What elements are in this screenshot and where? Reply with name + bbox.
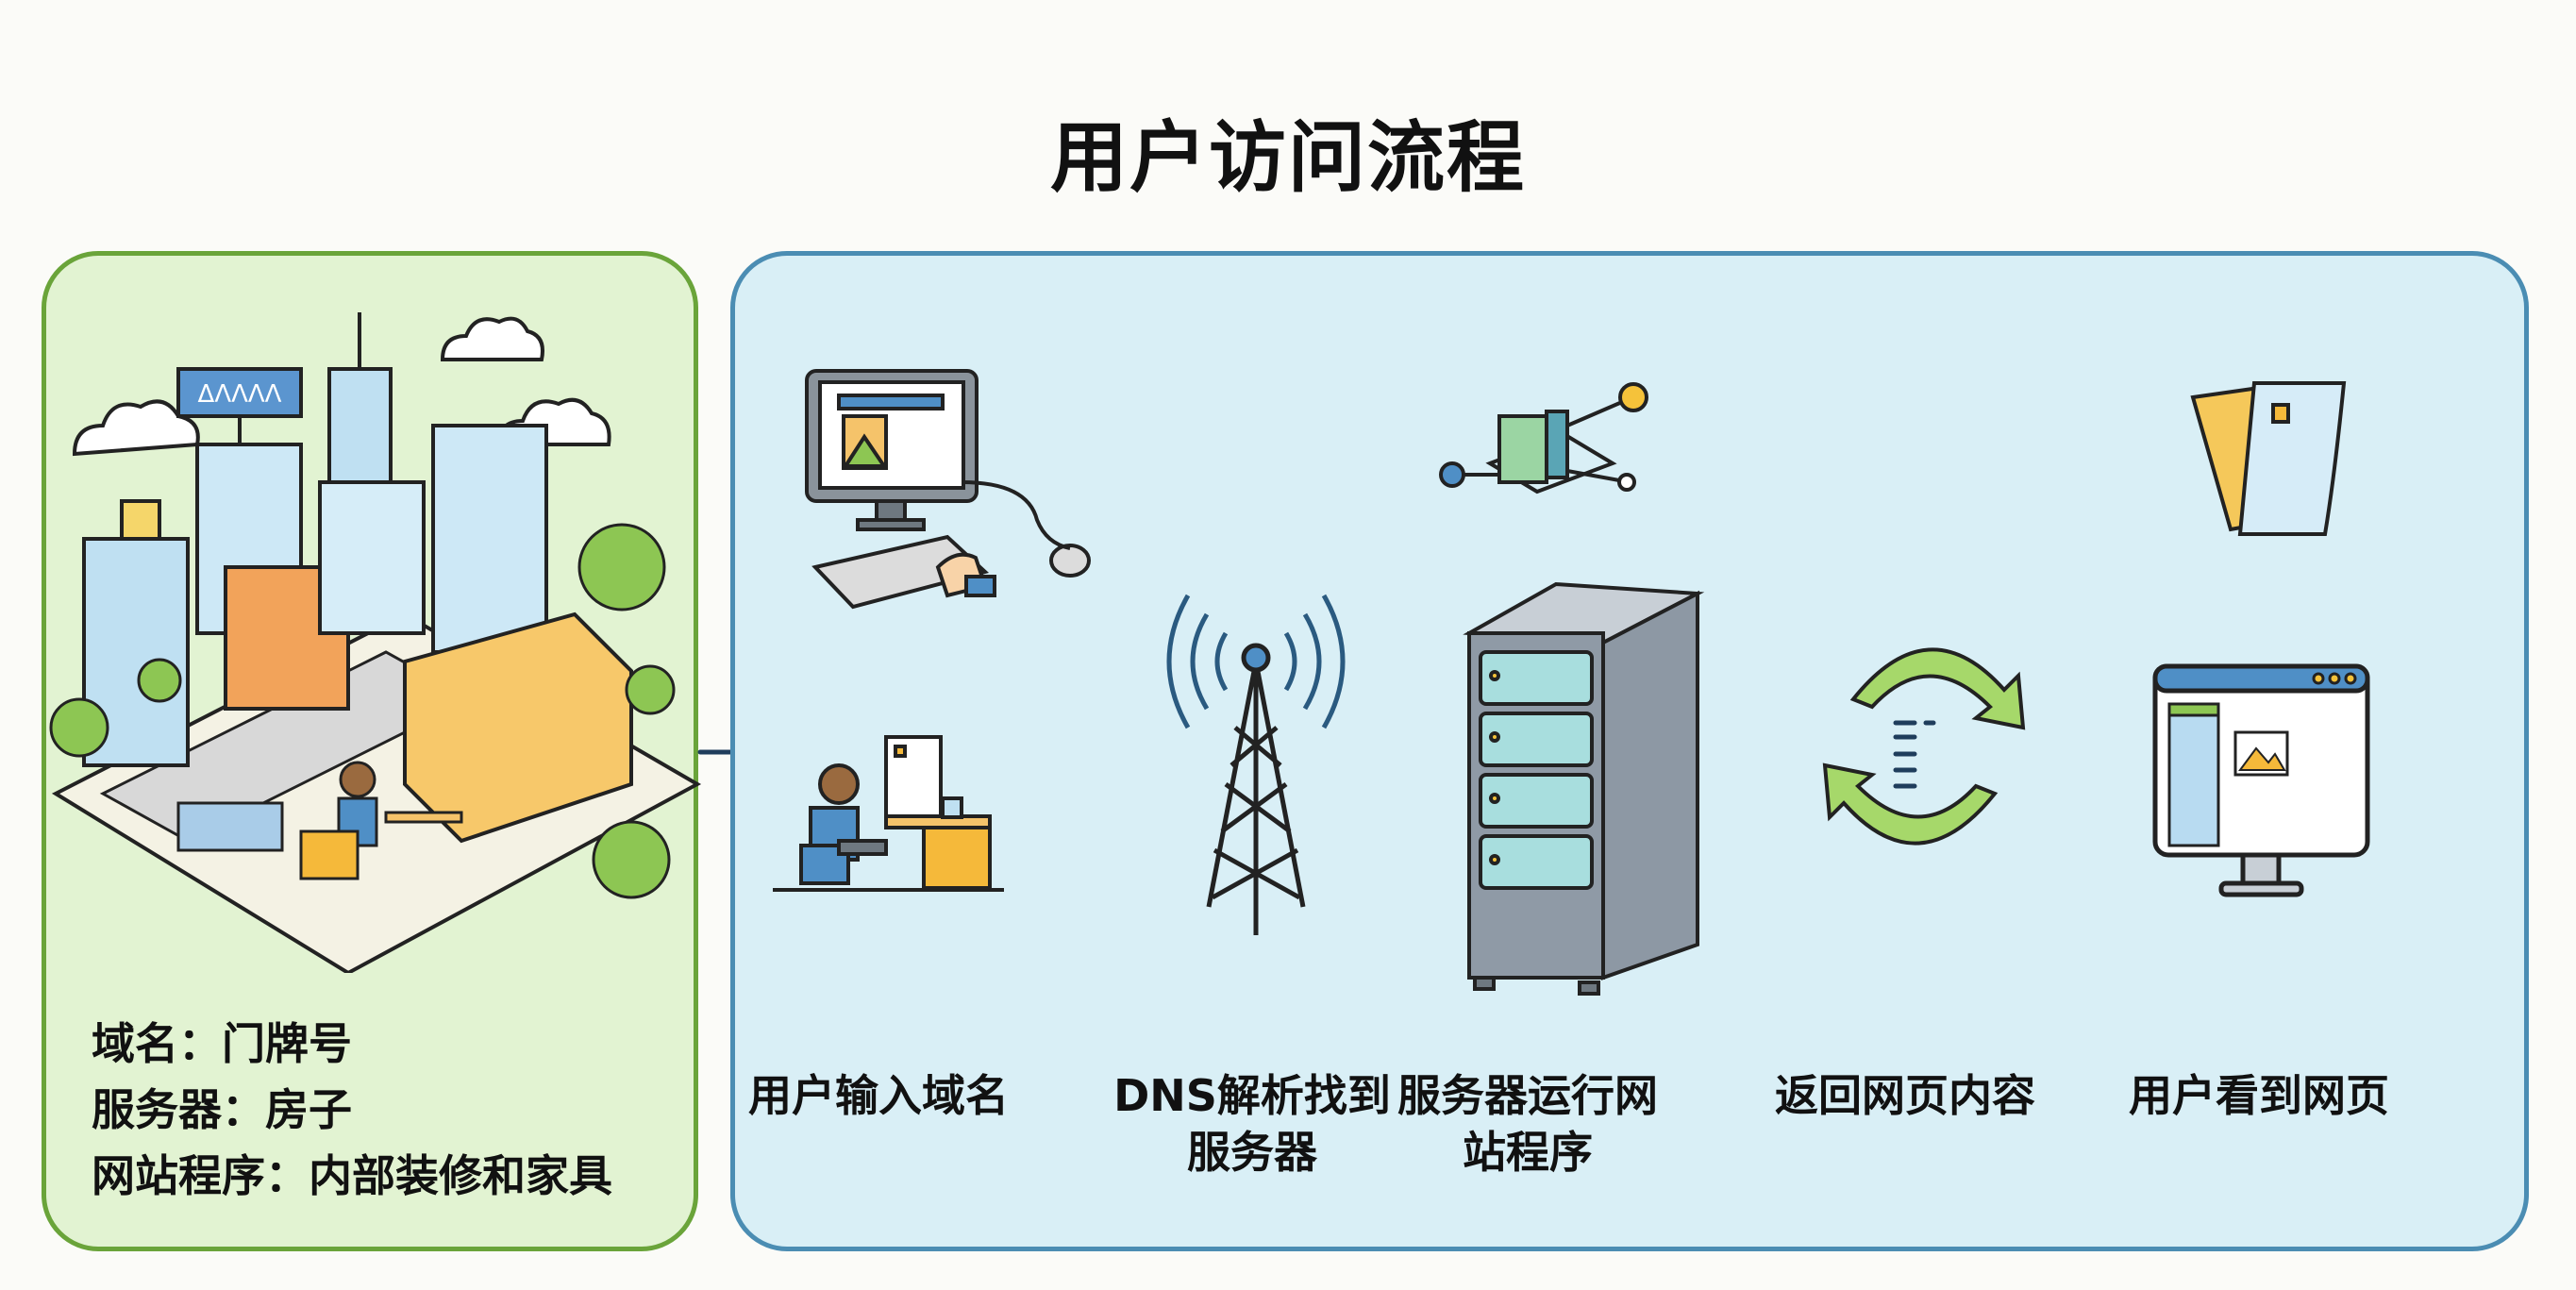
cloud-icon [440,316,544,361]
server-rack-icon [1463,581,1705,996]
computer-and-user-icon [805,369,1091,610]
flow-panel: 用户输入域名 DNS解析找到 服务器 服务器运行网 站程序 返回网页内容 用户看… [730,251,2529,1251]
user-at-desk-icon [773,735,1004,892]
browser-monitor-icon [2152,663,2370,897]
cloud-icon [72,399,200,457]
legend-domain: 域名：门牌号 [92,1018,352,1069]
cube-program-icon [1439,382,1648,494]
documents-icon [2190,381,2347,536]
city-illustration: ΔΛΛΛΛ [49,312,702,973]
legend-server: 服务器：房子 [92,1084,352,1135]
step-3-label: 服务器运行网 站程序 [1397,1070,1658,1178]
page-title: 用户访问流程 [1049,113,1526,203]
legend-program: 网站程序：内部装修和家具 [92,1150,612,1201]
signboard-text: ΔΛΛΛΛ [198,380,282,409]
step-5-label: 用户看到网页 [2129,1070,2389,1121]
analogy-legend: 域名：门牌号 服务器：房子 网站程序：内部装修和家具 [92,1011,612,1209]
step-1-label: 用户输入域名 [748,1070,1009,1121]
signal-tower-icon [1166,594,1346,935]
analogy-panel: ΔΛΛΛΛ 域名：门牌号 服务器：房子 网站程序：内部装修和家具 [42,251,702,1251]
refresh-cycle-icon [1822,647,2026,846]
step-2-label: DNS解析找到 服务器 [1113,1070,1391,1178]
step-4-label: 返回网页内容 [1775,1070,2035,1121]
